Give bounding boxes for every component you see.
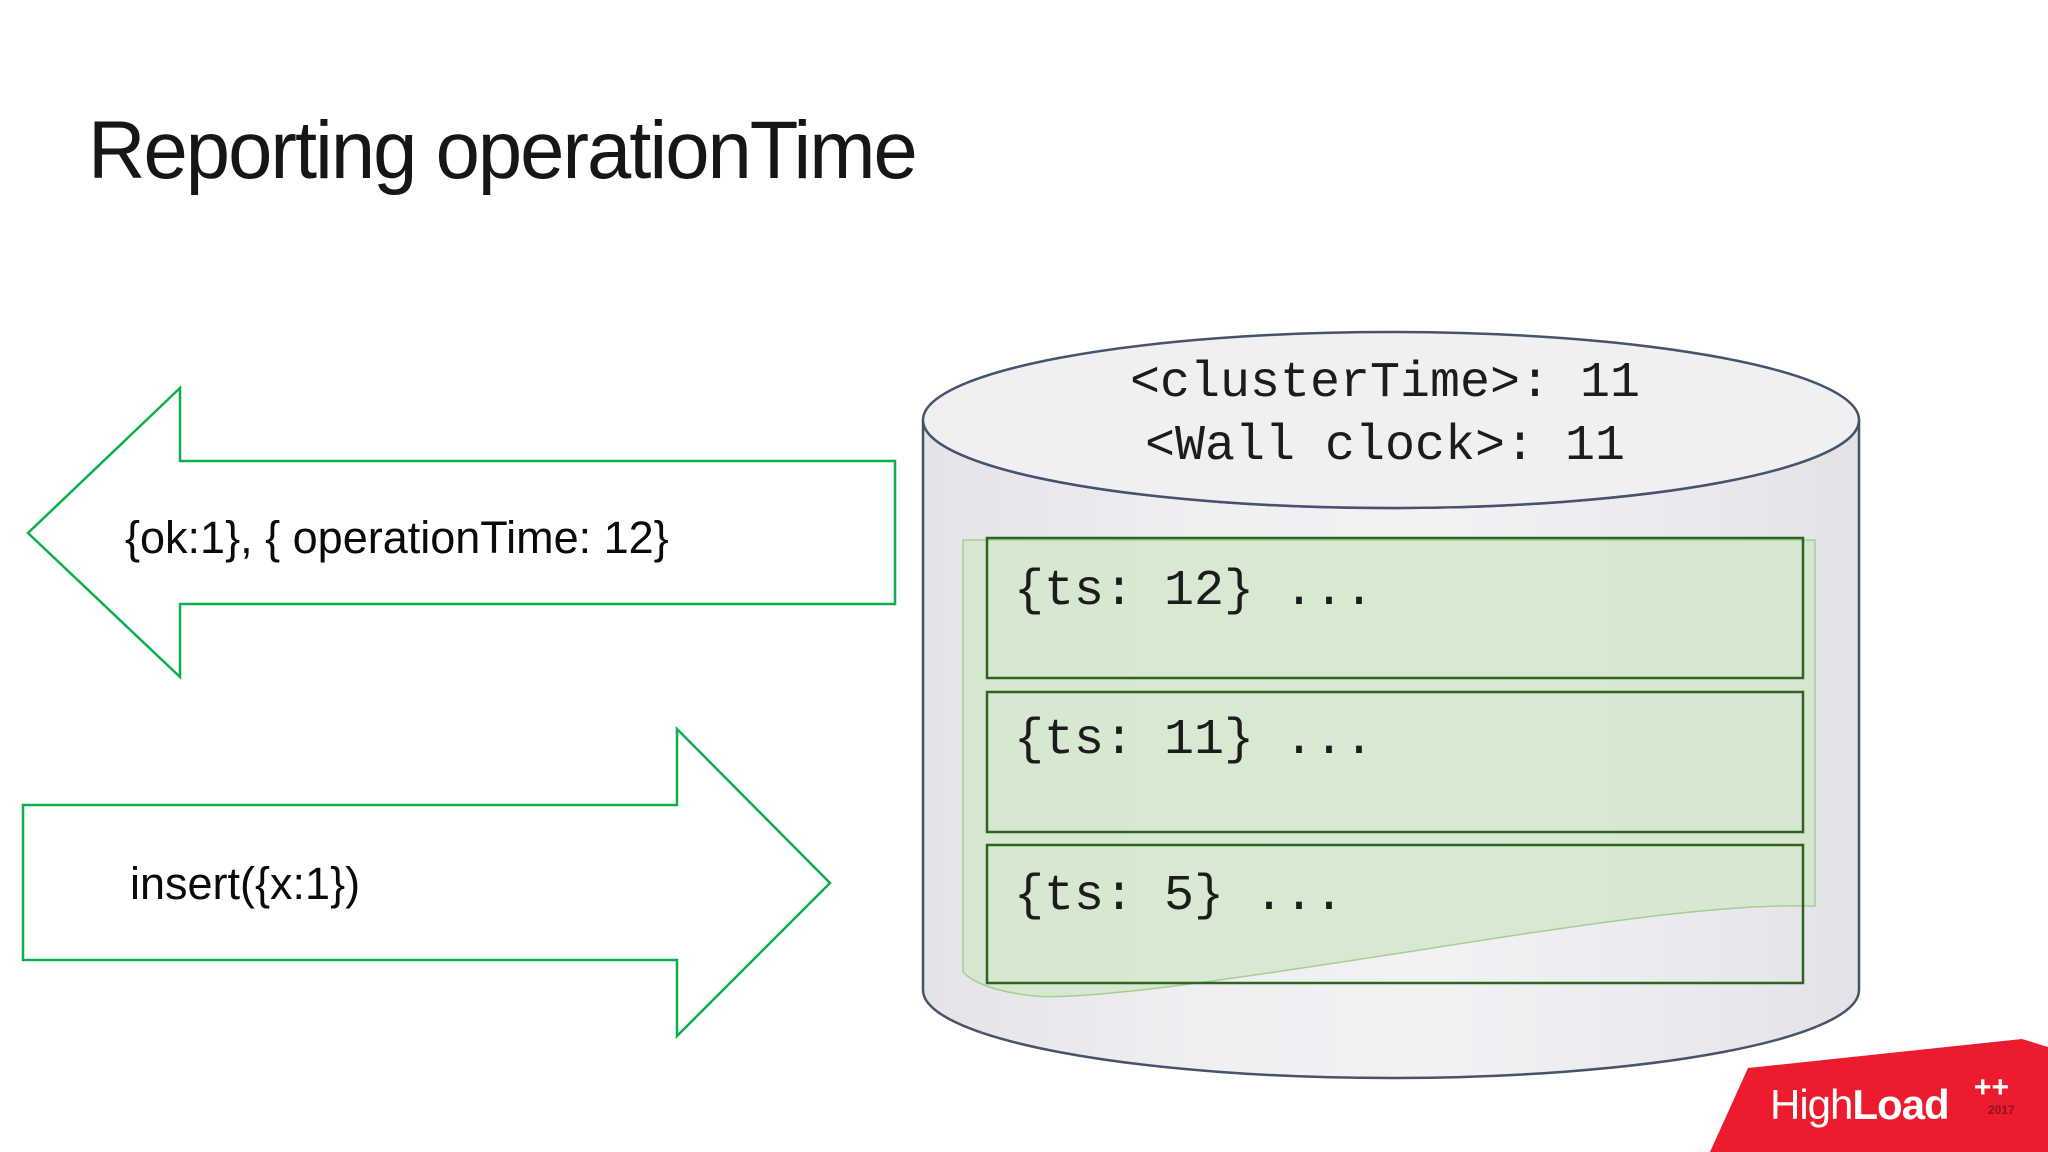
cluster-time-label: <clusterTime>: 11	[1130, 355, 1640, 412]
logo-plusplus: ++	[1974, 1071, 2009, 1104]
oplog-entry-box-2	[985, 690, 1805, 834]
logo-text-load: Load	[1852, 1081, 1948, 1128]
request-arrow-shape	[21, 725, 832, 1040]
highload-logo: HighLoad ++ 2017	[1710, 1039, 2048, 1152]
oplog-entry-label-2: {ts: 11} ...	[1014, 712, 1374, 769]
request-arrow: insert({x:1})	[21, 725, 832, 1040]
oplog-entry-label-1: {ts: 12} ...	[1014, 563, 1374, 620]
logo-text-high: High	[1770, 1081, 1852, 1128]
oplog-entry-label-3: {ts: 5} ...	[1014, 868, 1344, 925]
request-arrow-label: insert({x:1})	[130, 858, 360, 909]
logo-year: 2017	[1988, 1103, 2015, 1117]
response-arrow: {ok:1}, { operationTime: 12}	[26, 385, 897, 680]
response-arrow-shape	[26, 385, 897, 680]
slide-title: Reporting operationTime	[88, 105, 918, 196]
oplog-entry-box-3	[985, 843, 1805, 985]
oplog-panel	[962, 539, 1816, 998]
highload-logo-text: HighLoad	[1770, 1081, 1949, 1128]
highload-logo-shape	[1710, 1039, 2048, 1152]
cylinder-top-ellipse	[921, 330, 1861, 510]
wall-clock-label: <Wall clock>: 11	[1145, 418, 1625, 475]
response-arrow-label: {ok:1}, { operationTime: 12}	[125, 512, 669, 563]
oplog-entry-box-1	[985, 536, 1805, 680]
